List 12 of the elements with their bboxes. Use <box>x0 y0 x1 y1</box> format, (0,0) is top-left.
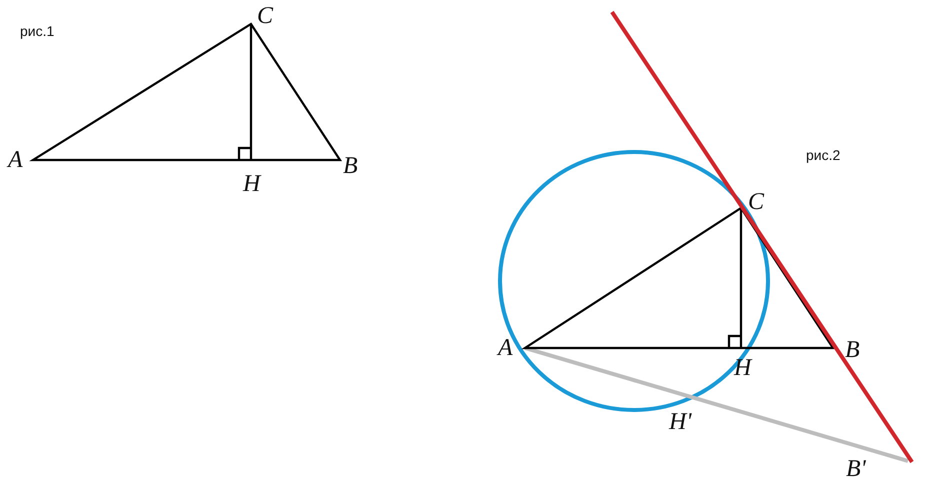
point-label: B <box>343 154 358 178</box>
point-label: H <box>734 356 752 380</box>
point-label: C <box>748 190 764 214</box>
point-label: C <box>257 4 274 28</box>
point-label: B <box>845 338 860 362</box>
figure-caption: рис.1 <box>20 24 54 38</box>
point-label: H <box>243 172 260 196</box>
point-label: A <box>498 336 513 360</box>
figure-caption: рис.2 <box>806 148 840 162</box>
point-label: B' <box>846 457 866 481</box>
point-label: H' <box>669 410 692 434</box>
point-label: A <box>8 148 23 172</box>
